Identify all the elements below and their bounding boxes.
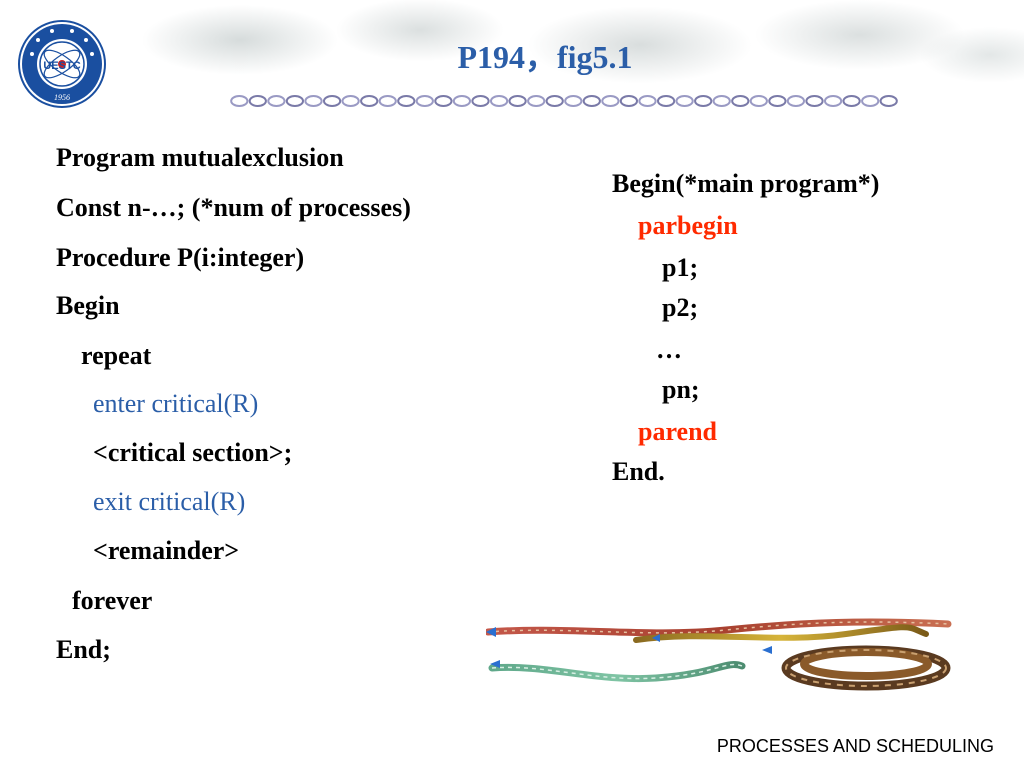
logo-text: UESTC [43,60,80,72]
footer-course-title: PROCESSES AND SCHEDULING [716,736,994,756]
logo-year: 1956 [54,93,70,102]
code-line-main-begin: Begin(*main program*) [612,169,880,198]
chain-link [749,95,768,107]
chain-link [861,95,880,107]
chain-link [675,95,694,107]
chain-link [267,95,286,107]
chain-link [786,95,806,107]
code-line-ellipsis: … [656,335,682,364]
chain-link [508,95,527,107]
green-snake [488,661,746,683]
slide-title: P194，fig5.1 [457,39,633,75]
chain-link [842,95,861,107]
university-seal-logo: UESTC 1956 [18,20,106,108]
red-snake-pattern [487,621,949,634]
chain-link [415,95,434,107]
chain-link [248,95,267,107]
code-line-pn: pn; [662,375,700,404]
snake-head-marker [762,646,772,654]
chain-link [434,95,453,107]
chain-link [230,95,249,107]
chain-link [638,95,657,107]
code-line-end: End; [56,635,111,664]
snake-head-marker [486,627,496,637]
code-line-remainder: <remainder> [93,536,240,565]
code-line-forever: forever [72,586,153,615]
snake-head-marker [490,660,500,668]
code-line-repeat: repeat [81,341,152,370]
chain-link [768,95,787,107]
chain-link [601,95,620,107]
chain-link [582,95,601,107]
chain-link [341,95,360,107]
chain-link [490,95,509,107]
chain-link [397,95,416,107]
chain-link [527,95,546,107]
chain-link [471,95,490,107]
chain-link [619,95,638,107]
chain-link [360,95,379,107]
chain-link [304,95,323,107]
code-line-parend: parend [638,417,717,446]
chain-link [452,95,471,107]
chain-divider-decoration [230,95,898,107]
coiled-snake-inner [800,648,932,680]
code-line-parbegin: parbegin [638,211,738,240]
code-line-critical-section: <critical section>; [93,438,293,467]
code-line-program: Program mutualexclusion [56,143,344,172]
chain-link [879,95,898,107]
snakes-illustration [486,618,952,691]
code-line-enter-critical: enter critical(R) [93,389,259,418]
chain-link [564,95,583,107]
chain-link [824,95,843,107]
code-line-p2: p2; [662,293,699,322]
code-line-main-end: End. [612,457,665,486]
code-line-procedure: Procedure P(i:integer) [56,243,305,272]
yellow-snake [633,624,929,643]
code-line-exit-critical: exit critical(R) [93,487,246,516]
snake-head-marker [652,634,660,642]
green-snake-pattern [491,663,743,680]
chain-link [378,95,397,107]
code-line-begin: Begin [56,291,120,320]
chain-link [285,95,305,107]
chain-link [323,95,342,107]
header-decoration [0,0,1024,120]
chain-link [657,95,676,107]
code-line-p1: p1; [662,253,699,282]
chain-link [545,95,564,107]
chain-link [694,95,713,107]
chain-link [731,95,750,107]
code-line-const: Const n-…; (*num of processes) [56,193,411,222]
chain-link [805,95,824,107]
chain-link [712,95,731,107]
